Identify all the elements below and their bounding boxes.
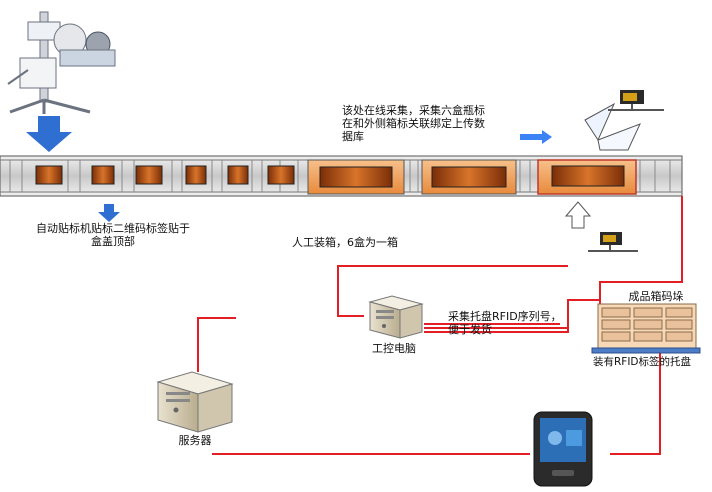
product-box [91, 165, 115, 185]
pallet-stack-icon [591, 303, 701, 354]
product-box [267, 165, 295, 185]
down-arrow-icon [26, 116, 72, 152]
collect-pallet-label: 采集托盘RFID序列号，便于发货 [448, 310, 562, 336]
labeling-machine-icon [7, 11, 116, 114]
online-collect-label: 该处在线采集，采集六盒瓶标在和外侧箱标关联绑定上传数据库 [342, 104, 485, 143]
finished-stack-label: 成品箱码垛 [628, 290, 684, 303]
server-label: 服务器 [178, 434, 212, 447]
right-arrow-icon [520, 130, 552, 144]
product-box [227, 165, 249, 185]
network-lines [197, 196, 683, 455]
rfid-pallet-label: 装有RFID标签的托盘 [592, 356, 692, 368]
conveyor-belt [0, 155, 683, 197]
pc-tower-icon [368, 295, 424, 339]
packed-carton [307, 159, 405, 195]
product-box [35, 165, 63, 185]
auto-label-label: 自动贴标机贴标二维码标签贴于盒盖顶部 [36, 222, 190, 248]
scanner-icon [608, 90, 664, 111]
manual-box-label: 人工装箱，6盒为一箱 [292, 236, 398, 249]
server-icon [156, 371, 234, 433]
handheld-terminal-icon [533, 411, 593, 487]
packed-carton [421, 159, 517, 195]
product-box [185, 165, 207, 185]
packed-carton [537, 159, 637, 195]
product-box [135, 165, 163, 185]
scanner-icon [588, 232, 638, 252]
scan-beam-top [584, 102, 641, 151]
small-down-arrow-icon [98, 204, 120, 222]
scan-beam-bottom [564, 201, 592, 229]
control-pc-label: 工控电脑 [372, 342, 416, 355]
